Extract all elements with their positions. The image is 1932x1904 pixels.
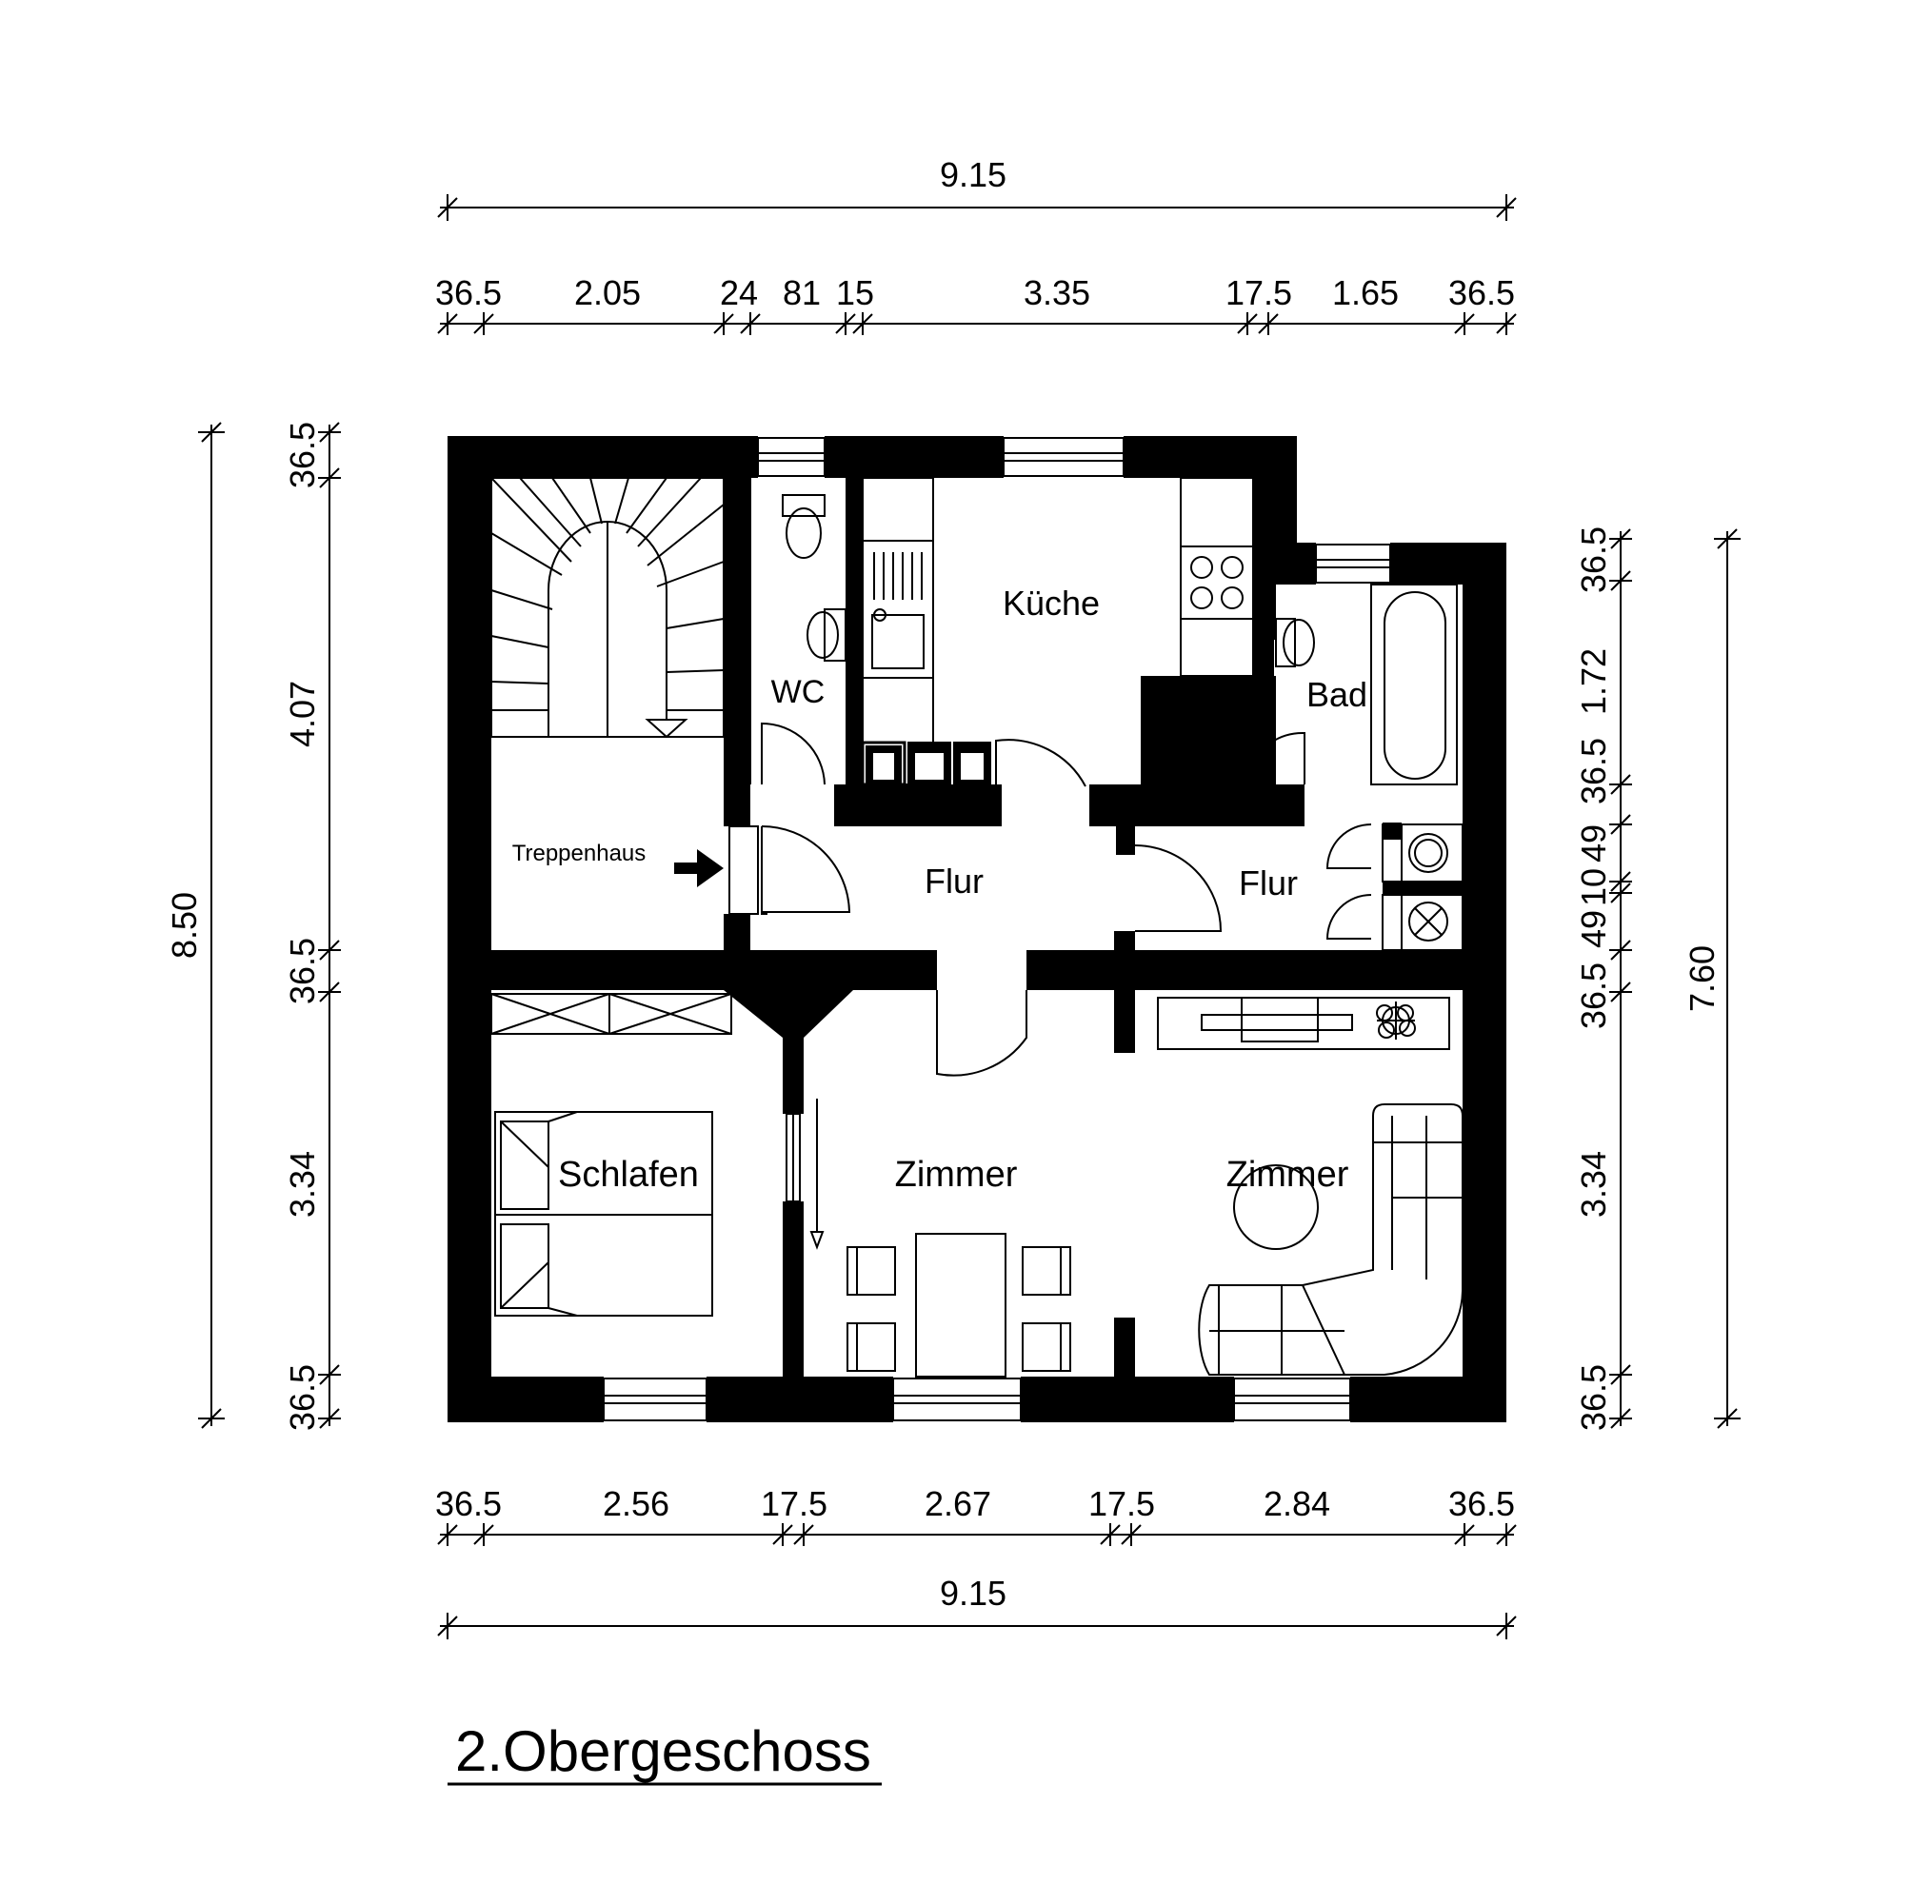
dim-bottom-6: 36.5 <box>1448 1484 1515 1523</box>
windows <box>603 437 1391 1421</box>
stove-icon <box>1190 556 1244 609</box>
entry-arrow-icon <box>674 849 724 887</box>
dim-bottom-ticks <box>437 1523 1517 1546</box>
washing-machine-icon <box>1408 833 1448 873</box>
dim-right-7: 3.34 <box>1574 1151 1613 1218</box>
room-label-stair: Treppenhaus <box>512 841 647 866</box>
dim-right-total: 7.60 <box>1683 945 1722 1012</box>
wc-sink-icon <box>807 611 839 659</box>
wc-fixtures <box>749 478 846 784</box>
dimension-left: 8.50 36.5 4.07 36.5 3.34 36.5 <box>165 422 341 1431</box>
dim-right-4: 10 <box>1574 868 1613 906</box>
dim-right-1: 1.72 <box>1574 648 1613 715</box>
dim-left-total: 8.50 <box>165 892 204 959</box>
dim-top-2: 24 <box>720 273 758 312</box>
floor-title: 2.Obergeschoss <box>455 1719 871 1783</box>
kitchen-fixtures <box>861 477 1254 786</box>
dim-right-3: 49 <box>1574 824 1613 863</box>
room-label-bedroom: Schlafen <box>558 1155 699 1195</box>
dining-table <box>915 1233 1006 1378</box>
dim-left-4: 36.5 <box>283 1364 322 1431</box>
bath-fixtures <box>1159 584 1464 951</box>
dim-top-4: 15 <box>836 273 874 312</box>
dim-right-5: 49 <box>1574 910 1613 948</box>
coffee-table <box>1233 1164 1319 1250</box>
doors <box>728 722 1372 1077</box>
dim-top-5: 3.35 <box>1024 273 1090 312</box>
living-furniture <box>809 997 1464 1378</box>
dim-left-3: 3.34 <box>283 1151 322 1218</box>
room-label-living2: Zimmer <box>1226 1155 1349 1195</box>
room-label-living1: Zimmer <box>895 1155 1018 1195</box>
dim-left-2: 36.5 <box>283 938 322 1004</box>
dim-top-8: 36.5 <box>1448 273 1515 312</box>
dim-left-0: 36.5 <box>283 422 322 488</box>
chairs <box>846 1246 1071 1372</box>
dim-bottom-0: 36.5 <box>435 1484 502 1523</box>
staircase <box>490 477 725 739</box>
room-label-bath: Bad <box>1306 675 1367 714</box>
walls <box>448 436 1506 1422</box>
dim-top-total: 9.15 <box>940 155 1006 194</box>
dim-bottom-total: 9.15 <box>940 1574 1006 1613</box>
room-label-kitchen: Küche <box>1003 584 1100 623</box>
dim-bottom-5: 2.84 <box>1264 1484 1330 1523</box>
dimension-bottom: 36.5 2.56 17.5 2.67 17.5 2.84 36.5 9.15 <box>435 1484 1517 1639</box>
dim-bottom-1: 2.56 <box>603 1484 669 1523</box>
room-label-hall1: Flur <box>925 862 984 901</box>
kitchen-sink-icon <box>871 614 925 669</box>
bedroom-furniture <box>490 993 732 1317</box>
dim-top-0: 36.5 <box>435 273 502 312</box>
dim-bottom-4: 17.5 <box>1088 1484 1155 1523</box>
dim-left-1: 4.07 <box>283 681 322 747</box>
dim-left-ticks <box>318 422 341 1429</box>
dim-right-0: 36.5 <box>1574 526 1613 593</box>
dryer-icon <box>1408 902 1448 942</box>
bathtub-icon <box>1370 584 1458 785</box>
wardrobe <box>490 993 732 1035</box>
dim-top-7: 1.65 <box>1332 273 1399 312</box>
plant-icon <box>1376 1002 1416 1040</box>
dim-top-3: 81 <box>783 273 821 312</box>
room-label-hall2: Flur <box>1239 863 1298 902</box>
dimension-right: 36.5 1.72 36.5 49 10 49 36.5 3.34 36.5 7… <box>1574 526 1741 1431</box>
dim-top-6: 17.5 <box>1225 273 1292 312</box>
dim-bottom-3: 2.67 <box>925 1484 991 1523</box>
dim-right-ticks <box>1609 528 1632 1429</box>
dim-top-ticks <box>437 312 1517 335</box>
toilet-icon <box>786 507 822 559</box>
dim-top-1: 2.05 <box>574 273 641 312</box>
corner-sofa <box>1198 1103 1464 1376</box>
dim-right-2: 36.5 <box>1574 738 1613 804</box>
dim-right-6: 36.5 <box>1574 962 1613 1029</box>
dim-bottom-2: 17.5 <box>761 1484 827 1523</box>
dimension-top: 9.15 36.5 2.05 24 81 15 3.35 17.5 1.65 3… <box>435 155 1517 335</box>
room-label-wc: WC <box>771 674 826 710</box>
bath-sink-icon <box>1283 619 1315 666</box>
dim-right-8: 36.5 <box>1574 1364 1613 1431</box>
